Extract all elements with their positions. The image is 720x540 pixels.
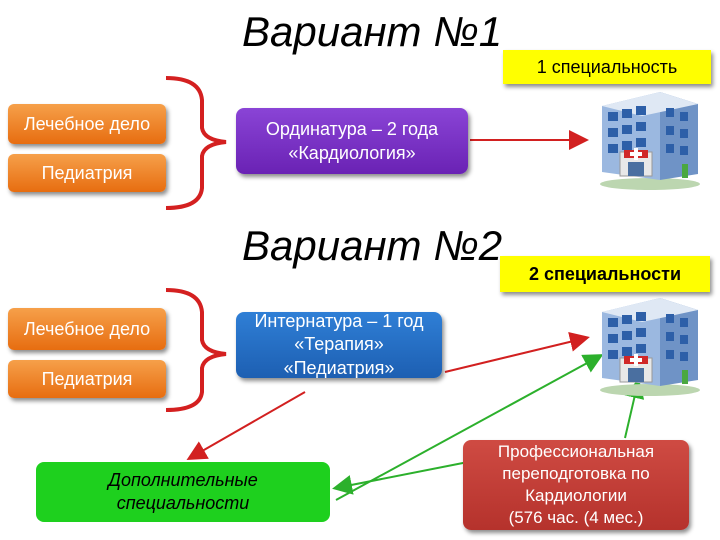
brace-variant2 bbox=[165, 288, 227, 412]
arrow-extra-to-hospital bbox=[335, 354, 604, 501]
retraining-line3: Кардиологии bbox=[525, 486, 627, 505]
extra-line1: Дополнительные bbox=[108, 469, 258, 490]
extra-line2: специальности bbox=[116, 493, 250, 513]
variant1-program-line1: Ординатура – 2 года bbox=[265, 118, 439, 139]
retraining-line1: Профессиональная bbox=[497, 441, 655, 461]
variant1-program-box: Ординатура – 2 года «Кардиология» bbox=[236, 108, 468, 174]
variant2-source-medicine: Лечебное дело bbox=[8, 308, 166, 350]
retraining-line2: переподготовка по bbox=[502, 463, 650, 483]
variant1-source-medicine: Лечебное дело bbox=[8, 104, 166, 144]
variant2-badge: 2 специальности bbox=[500, 256, 710, 292]
variant1-source-pediatrics: Педиатрия bbox=[8, 154, 166, 192]
hospital-building-icon bbox=[600, 298, 700, 396]
variant1-program-line2: «Кардиология» bbox=[288, 143, 416, 163]
variant2-program-line1: Интернатура – 1 год bbox=[254, 310, 424, 331]
arrow-internship-to-extra bbox=[186, 391, 306, 460]
extra-specialities-box: Дополнительные специальности bbox=[36, 462, 330, 522]
retraining-box: Профессиональная переподготовка по Карди… bbox=[463, 440, 689, 530]
arrow-retraining-to-extra bbox=[332, 461, 469, 495]
variant2-program-box: Интернатура – 1 год «Терапия» «Педиатрия… bbox=[236, 310, 442, 378]
variant2-source-pediatrics: Педиатрия bbox=[8, 360, 166, 398]
brace-variant1 bbox=[165, 76, 227, 210]
retraining-line4: (576 час. (4 мес.) bbox=[508, 508, 644, 528]
variant2-program-line3: «Педиатрия» bbox=[283, 357, 395, 378]
variant1-badge: 1 специальность bbox=[503, 50, 711, 84]
arrow-internship-to-hospital bbox=[444, 332, 590, 373]
variant2-program-line2: «Терапия» bbox=[294, 334, 384, 355]
variant1-title: Вариант №1 bbox=[242, 8, 503, 55]
variant2-title: Вариант №2 bbox=[242, 222, 503, 269]
hospital-building-icon bbox=[600, 92, 700, 190]
